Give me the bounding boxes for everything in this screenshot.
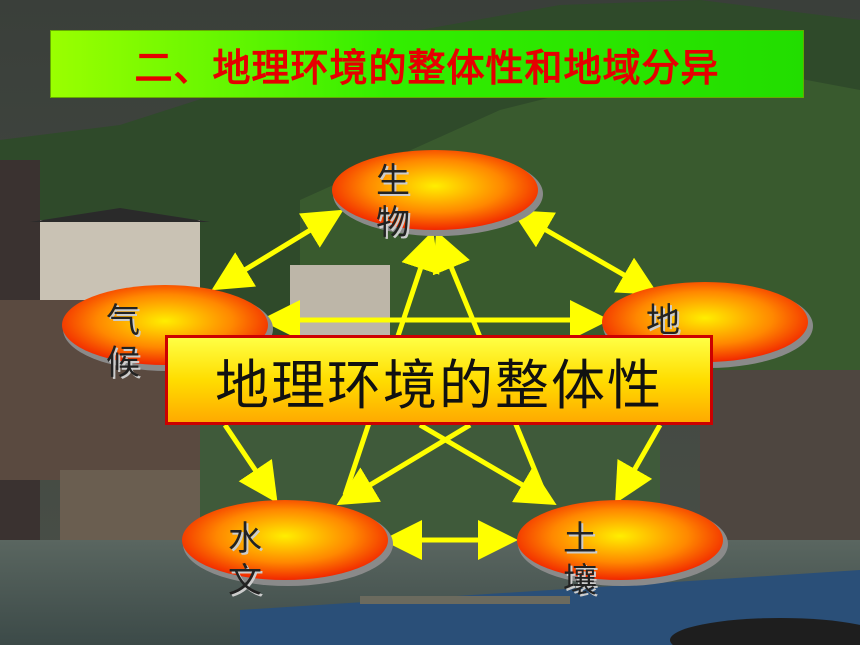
title-banner: 二、地理环境的整体性和地域分异 [50, 30, 804, 98]
node-label-soil: 土壤 [563, 519, 597, 601]
arrow-bio-climate [211, 209, 344, 291]
arrow-climate-water [222, 423, 278, 504]
page-title: 二、地理环境的整体性和地域分异 [134, 45, 720, 90]
arrow-terrain-water [336, 422, 472, 506]
node-ellipse-bio [332, 150, 538, 230]
overlay-title: 地理环境的整体性 [215, 353, 663, 417]
node-label-water: 水文 [228, 519, 262, 601]
arrow-bio-terrain [511, 210, 659, 295]
overlay-banner: 地理环境的整体性 [165, 335, 713, 425]
node-label-bio: 生物 [376, 161, 410, 243]
arrow-climate-soil [418, 422, 557, 506]
node-ellipse-soil [517, 500, 723, 580]
arrow-terrain-soil [615, 423, 663, 504]
node-ellipse-water [182, 500, 388, 580]
node-label-climate: 气候 [106, 301, 140, 383]
node-label-terrain: 地 [646, 301, 680, 341]
